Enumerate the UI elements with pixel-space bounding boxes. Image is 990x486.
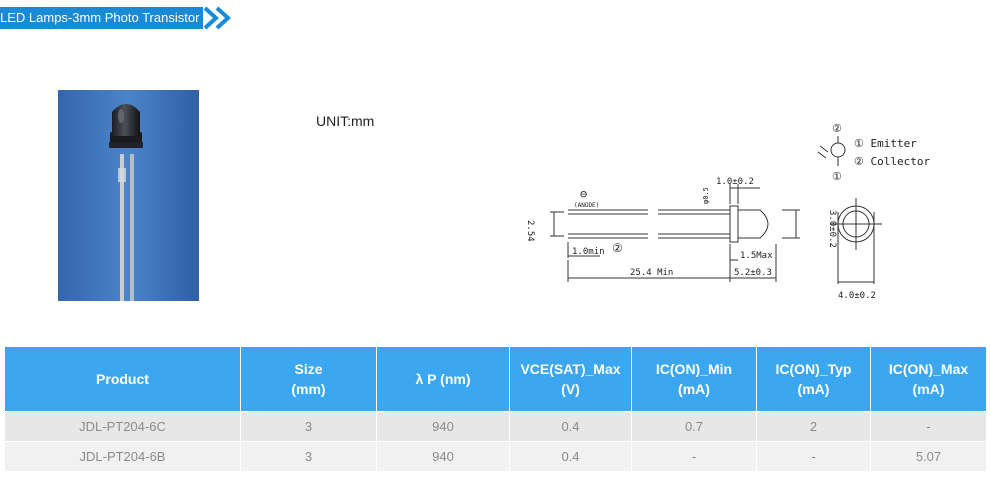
collector-label: ② Collector [854, 155, 930, 168]
emitter-label: ① Emitter [854, 137, 917, 150]
cell-wavelength: 940 [376, 411, 510, 442]
cell-product: JDL-PT204-6C [4, 411, 241, 442]
cell-ictyp: - [756, 441, 871, 472]
dim-1-0min: 1.0min [572, 247, 605, 257]
col-vcesat-header: VCE(SAT)_Max(V) [509, 346, 632, 412]
col-ictyp-header: IC(ON)_Typ(mA) [756, 346, 871, 412]
cell-vcesat: 0.4 [509, 441, 632, 472]
cell-icmin: - [631, 441, 757, 472]
dimension-drawing: ② ① ① Emitter ② Collector ⊖ (ANODE) ② 2.… [525, 122, 930, 301]
dim-3-0: 3.0±0.2 [827, 210, 837, 248]
dim-25-4min: 25.4 Min [630, 268, 673, 278]
cell-wavelength: 940 [376, 441, 510, 472]
pin2-marker: ② [832, 122, 842, 135]
cell-size: 3 [240, 441, 377, 472]
cell-icmax: - [870, 411, 987, 442]
unit-label: UNIT:mm [316, 113, 375, 129]
section-banner: LED Lamps-3mm Photo Transistor [0, 6, 239, 30]
cell-icmax: 5.07 [870, 441, 987, 472]
dim-1-5max: 1.5Max [740, 251, 773, 261]
dim-1-0: 1.0±0.2 [716, 177, 754, 187]
dim-phi-0-5: φ0.5 [702, 187, 710, 204]
dim-2-54: 2.54 [525, 220, 535, 242]
dim-4-0: 4.0±0.2 [838, 291, 876, 301]
table-header-row: Product Size(mm) λ P (nm) VCE(SAT)_Max(V… [4, 346, 987, 412]
pin2-lead-marker: ② [612, 241, 623, 255]
table-row: JDL-PT204-6C 3 940 0.4 0.7 2 - [4, 411, 987, 442]
cell-product: JDL-PT204-6B [4, 441, 241, 472]
col-icmin-header: IC(ON)_Min(mA) [631, 346, 757, 412]
minus-marker: ⊖ [580, 187, 587, 201]
cell-icmin: 0.7 [631, 411, 757, 442]
cell-size: 3 [240, 411, 377, 442]
col-icmax-header: IC(ON)_Max(mA) [870, 346, 987, 412]
banner-title: LED Lamps-3mm Photo Transistor [0, 7, 204, 29]
dim-5-2: 5.2±0.3 [734, 268, 772, 278]
pin1-marker: ① [832, 170, 842, 183]
table-row: JDL-PT204-6B 3 940 0.4 - - 5.07 [4, 441, 987, 472]
cell-vcesat: 0.4 [509, 411, 632, 442]
col-product-header: Product [4, 346, 241, 412]
cell-ictyp: 2 [756, 411, 871, 442]
col-size-header: Size(mm) [240, 346, 377, 412]
product-photo [58, 90, 199, 301]
anode-label: (ANODE) [574, 202, 599, 209]
spec-table: Product Size(mm) λ P (nm) VCE(SAT)_Max(V… [4, 346, 987, 472]
double-chevron-right-icon [204, 6, 232, 30]
col-wavelength-header: λ P (nm) [376, 346, 510, 412]
